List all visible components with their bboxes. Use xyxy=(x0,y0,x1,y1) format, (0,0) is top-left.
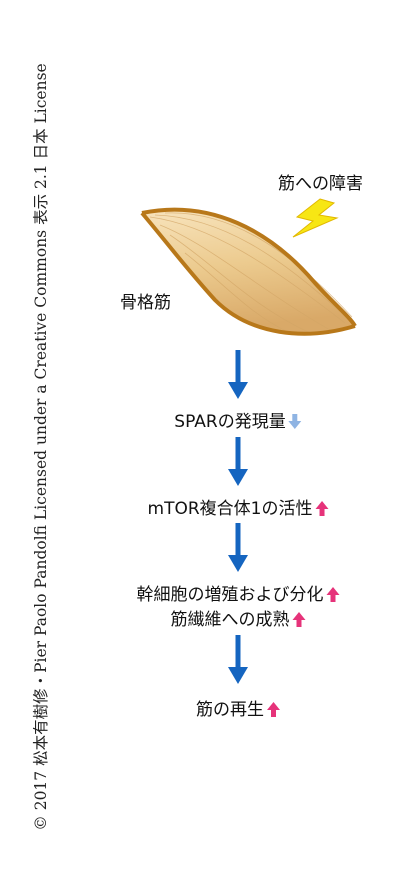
injury-label: 筋への障害 xyxy=(278,174,363,194)
copyright-credit: © 2017 松本有樹修・Pier Paolo Pandolfi License… xyxy=(32,63,50,831)
step-text: 筋の再生 xyxy=(196,700,264,720)
up-arrow-icon xyxy=(267,702,280,717)
step-text: 幹細胞の増殖および分化 xyxy=(136,585,324,605)
step-fiber-maturation: 筋繊維への成熟 xyxy=(171,605,306,630)
down-arrow-icon xyxy=(288,414,302,429)
step-text: SPARの発現量 xyxy=(174,412,286,432)
step-text: 筋繊維への成熟 xyxy=(170,610,290,630)
up-arrow-icon xyxy=(292,612,306,627)
flow-arrow-1 xyxy=(228,350,248,399)
step-spar-expression: SPARの発現量 xyxy=(174,407,302,432)
step-muscle-regeneration: 筋の再生 xyxy=(196,695,280,720)
step-mtor-activity: mTOR複合体1の活性 xyxy=(148,494,329,519)
step-stem-cell-proliferation: 幹細胞の増殖および分化 xyxy=(137,580,340,605)
muscle-label: 骨格筋 xyxy=(120,293,171,313)
flow-arrow-4 xyxy=(228,635,248,684)
flow-arrow-2 xyxy=(228,437,248,486)
lightning-bolt-icon xyxy=(292,198,339,238)
up-arrow-icon xyxy=(315,501,329,516)
flow-arrow-3 xyxy=(228,523,248,572)
step-text: mTOR複合体1の活性 xyxy=(147,499,313,519)
up-arrow-icon xyxy=(326,587,340,602)
skeletal-muscle-illustration xyxy=(140,207,357,336)
